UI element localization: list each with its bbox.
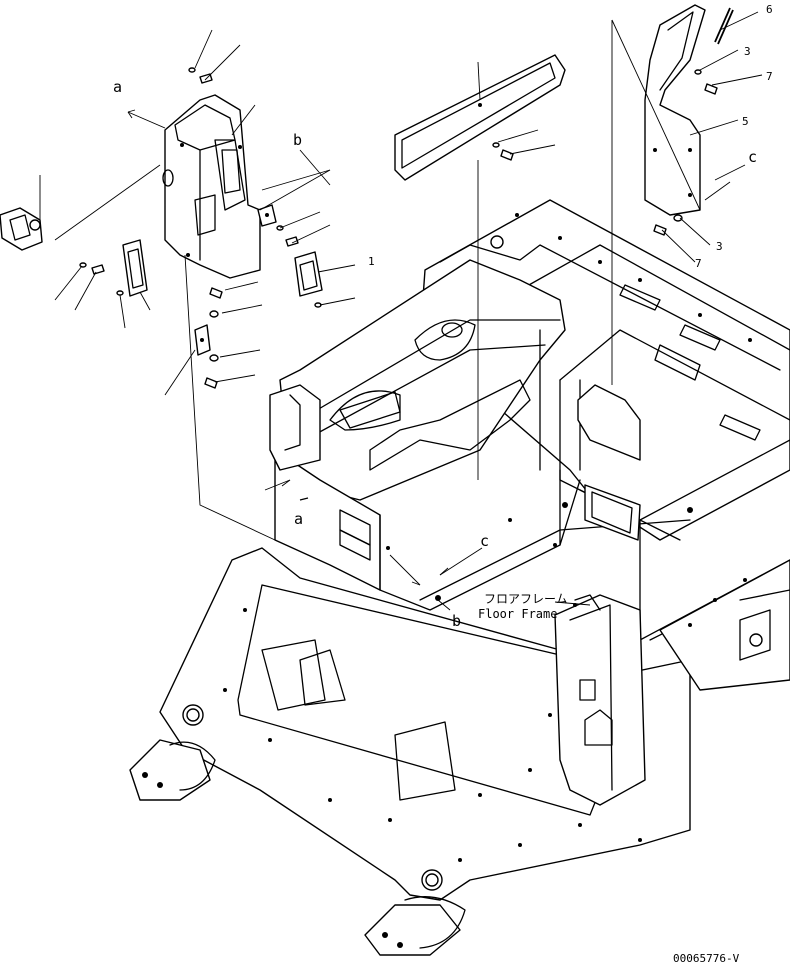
floor-frame-caption: フロアフレーム Floor Frame bbox=[478, 592, 568, 621]
right-side-cover bbox=[554, 594, 646, 806]
pin-6 bbox=[714, 7, 734, 45]
top-cover-plate bbox=[394, 54, 566, 181]
plate-holes bbox=[223, 608, 642, 862]
floor-frame-label-en: Floor Frame bbox=[478, 607, 557, 621]
part-number-6: 6 bbox=[766, 3, 773, 16]
cover-plate-1 bbox=[294, 251, 323, 297]
vertical-bracket bbox=[194, 324, 211, 356]
callout-labels: a b c a b c 6 3 7 5 3 7 1 bbox=[113, 3, 773, 630]
part-number-3b: 3 bbox=[716, 240, 723, 253]
upper-holes bbox=[515, 213, 752, 627]
latch-part bbox=[0, 207, 43, 251]
callout-a-top: a bbox=[113, 78, 122, 96]
callout-b-top: b bbox=[293, 131, 302, 149]
floor-frame-label-jp: フロアフレーム bbox=[484, 592, 568, 606]
fasteners bbox=[79, 67, 718, 501]
drawing-number: 00065776-V bbox=[673, 952, 740, 965]
callout-c-mid: c bbox=[480, 532, 489, 550]
right-upper-cover-5 bbox=[644, 4, 706, 216]
bracket-b bbox=[257, 204, 277, 227]
callout-b-mid: b bbox=[452, 612, 461, 630]
small-cover-plate bbox=[122, 239, 148, 297]
leader-lines bbox=[39, 11, 763, 611]
part-number-7b: 7 bbox=[695, 257, 702, 270]
callout-a-mid: a bbox=[294, 510, 303, 528]
part-number-3a: 3 bbox=[744, 45, 751, 58]
left-upper-cover bbox=[162, 94, 261, 279]
floor-frame-base bbox=[129, 547, 691, 956]
part-number-7a: 7 bbox=[766, 70, 773, 83]
part-number-1: 1 bbox=[368, 255, 375, 268]
part-number-5: 5 bbox=[742, 115, 749, 128]
callout-c-top: c bbox=[748, 148, 757, 166]
console-stand bbox=[269, 259, 693, 611]
